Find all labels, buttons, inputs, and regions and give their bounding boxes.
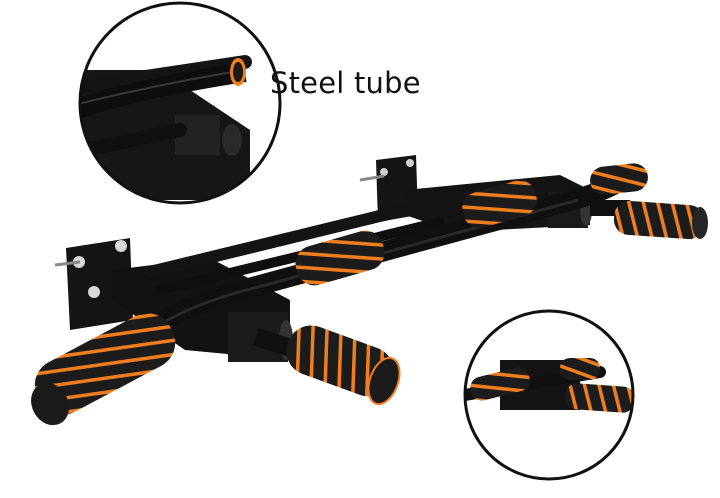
middle-front-handle — [253, 325, 401, 406]
center-grip — [295, 180, 537, 286]
steel-tube-detail-circle — [78, 1, 282, 205]
right-side-handle — [590, 200, 708, 240]
steel-tube-label: Steel tube — [270, 66, 421, 100]
handle-detail-circle — [463, 309, 635, 481]
upper-right-grip — [590, 163, 648, 195]
left-front-handle — [31, 313, 176, 426]
main-pull-up-bar — [31, 155, 708, 426]
